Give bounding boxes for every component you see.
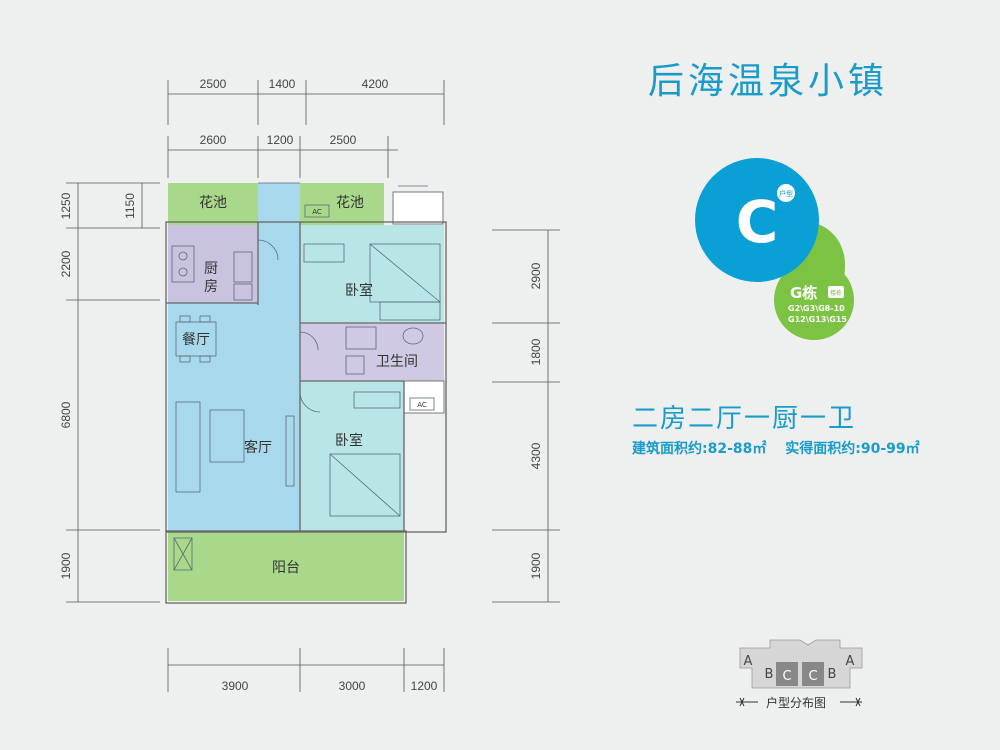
- label-planter-left: 花池: [199, 195, 227, 211]
- kitchen-area: [168, 225, 258, 303]
- bathroom-area: [300, 323, 444, 381]
- dim-right-1900: 1900: [529, 552, 543, 579]
- dim-top2-c: 2500: [330, 133, 357, 147]
- dim-right-4300: 4300: [529, 442, 543, 469]
- coffee-table-icon: [209, 409, 245, 463]
- badge-building-sub: 楼栋: [830, 289, 842, 297]
- building-outline: [739, 639, 863, 689]
- top-dimension-row-1: 2500 1400 4200: [167, 77, 445, 125]
- project-title: 后海温泉小镇: [648, 61, 889, 102]
- dim-bottom-3000: 3000: [339, 679, 366, 693]
- ac-unit-top-icon: [304, 204, 330, 218]
- dist-label-b1: B: [765, 667, 774, 682]
- label-bedroom-top: 卧室: [345, 282, 373, 299]
- top-dimension-row-2: 2600 1200 2500: [167, 133, 398, 178]
- badge-type-label: 户型: [779, 189, 793, 198]
- dist-label-a1: A: [744, 654, 753, 669]
- ac-bay-bottom: [403, 380, 445, 414]
- furniture: [171, 182, 441, 571]
- room-labels: 花池 花池 厨 房 餐厅 客厅 卧室 卫生间 卧室 阳台 AC AC: [182, 195, 427, 576]
- fridge-icon: [233, 283, 253, 301]
- badge-letter: C: [736, 188, 779, 256]
- ac-bay-top: [392, 191, 444, 225]
- layout-title: 二房二厅一厨一卫: [632, 404, 857, 434]
- dining-table-icon: [175, 321, 217, 357]
- dim-top2-a: 2600: [200, 133, 227, 147]
- label-bathroom: 卫生间: [376, 354, 418, 370]
- badge-buildings-line1: G2\G3\G8-10: [788, 304, 845, 313]
- dist-label-c1: C: [782, 669, 791, 684]
- right-dimensions: 2900 1800 4300 1900: [492, 229, 560, 603]
- bedroom-top-area: [300, 225, 444, 323]
- dim-top1-a: 2500: [200, 77, 227, 91]
- rooms: [168, 183, 445, 601]
- badge-buildings-line2: G12\G13\G15: [788, 315, 847, 324]
- label-kitchen-2: 房: [204, 279, 218, 295]
- door-swing-icon: [257, 239, 279, 261]
- stove-icon: [171, 245, 195, 283]
- label-balcony: 阳台: [272, 560, 300, 576]
- label-living: 客厅: [244, 439, 272, 456]
- dim-top1-c: 4200: [362, 77, 389, 91]
- ac-unit-bottom-icon: [409, 397, 435, 411]
- dim-bottom-3900: 3900: [222, 679, 249, 693]
- desk-top-icon: [303, 243, 345, 263]
- left-dimensions: 1250 2200 6800 1900 1150: [59, 182, 160, 603]
- dim-right-1800: 1800: [529, 338, 543, 365]
- dim-top1-b: 1400: [269, 77, 296, 91]
- unit-badge: C 户型 G栋 楼栋 G2\G3\G8-10 G12\G13\G15: [695, 158, 854, 340]
- dist-label-c2: C: [808, 669, 817, 684]
- washer-icon: [173, 537, 193, 571]
- area-info: 建筑面积约:82-88㎡ 实得面积约:90-99㎡: [632, 438, 934, 458]
- built-area: 建筑面积约:82-88㎡: [632, 441, 767, 457]
- dim-left-2200: 2200: [59, 250, 73, 277]
- label-bedroom-bottom: 卧室: [335, 432, 363, 449]
- caption-deco-right-icon: [840, 697, 862, 707]
- bed-bottom-icon: [329, 453, 401, 517]
- washbasin-icon: [345, 326, 377, 350]
- walls: [165, 221, 447, 604]
- tv-cabinet-icon: [285, 415, 295, 487]
- caption-deco-left-icon: [736, 697, 758, 707]
- distribution-caption: 户型分布图: [766, 696, 827, 710]
- dist-label-b2: B: [828, 667, 837, 682]
- sofa-icon: [175, 401, 201, 493]
- actual-area: 实得面积约:90-99㎡: [785, 441, 920, 457]
- bottom-dimensions: 3900 3000 1200: [167, 648, 445, 693]
- wardrobe-bottom-icon: [353, 391, 401, 409]
- balcony-area: [168, 531, 404, 601]
- dim-top2-b: 1200: [267, 133, 294, 147]
- dim-left-1150: 1150: [123, 193, 137, 219]
- label-ac-bottom: AC: [417, 401, 427, 409]
- living-dining-area: [168, 303, 300, 531]
- toilet-icon: [402, 327, 424, 345]
- sink-icon: [233, 251, 253, 283]
- highlight-unit-2: [802, 662, 824, 686]
- dim-right-2900: 2900: [529, 262, 543, 289]
- wardrobe-top-icon: [379, 301, 441, 321]
- dim-bottom-1200: 1200: [411, 679, 438, 693]
- dim-left-6800: 6800: [59, 401, 73, 428]
- highlight-unit-1: [776, 662, 798, 686]
- bedroom-bottom-area: [300, 381, 404, 531]
- label-ac-top: AC: [312, 208, 322, 216]
- dim-left-1250: 1250: [59, 192, 73, 219]
- planter-right-area: [300, 183, 384, 225]
- badge-building: G栋: [790, 284, 817, 302]
- label-planter-right: 花池: [336, 195, 364, 211]
- label-kitchen-1: 厨: [204, 261, 218, 277]
- dist-label-a2: A: [846, 654, 855, 669]
- dim-left-1900: 1900: [59, 552, 73, 579]
- planter-left-area: [168, 183, 258, 225]
- distribution-map: A B C C B A: [736, 639, 863, 707]
- label-dining: 餐厅: [182, 332, 210, 348]
